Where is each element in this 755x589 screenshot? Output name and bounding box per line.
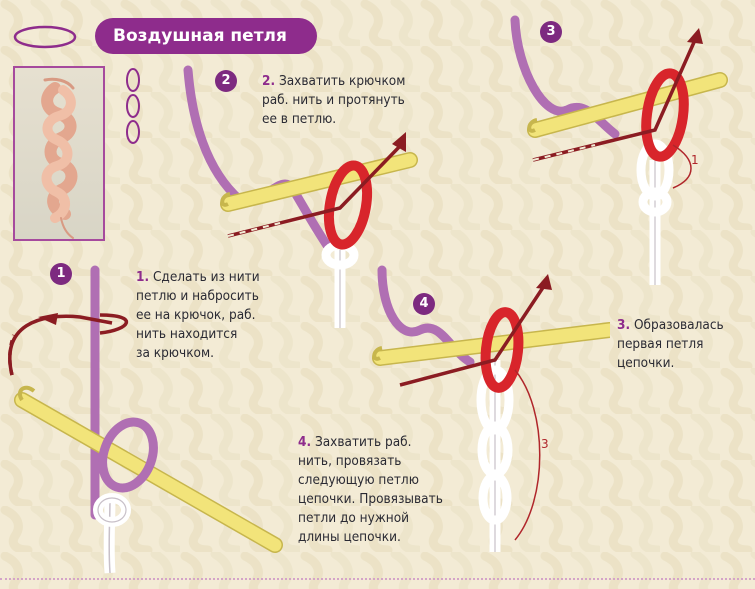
step4-number: 4. (298, 434, 312, 450)
step2-text: 2. Захватить крючком раб. нить и протяну… (262, 72, 405, 129)
page-title: Воздушная петля (95, 18, 317, 54)
step2-badge: 2 (215, 70, 237, 92)
step1-badge: 1 (50, 263, 72, 285)
step2-illustration (183, 65, 418, 328)
step2-description: Захватить крючком раб. нить и протянуть … (262, 73, 406, 127)
oval-loop-icon (13, 25, 77, 49)
step1-number: 1. (136, 269, 150, 285)
step1-illustration (8, 265, 283, 574)
step4-badge: 4 (413, 293, 435, 315)
chain-symbol-icon (126, 68, 140, 144)
step3-description: Образовалась первая петля цепочки. (617, 317, 724, 371)
step3-text: 3. Образовалась первая петля цепочки. (617, 316, 724, 373)
step1-description: Сделать из нити петлю и набросить ее на … (136, 269, 260, 361)
step4-loop-count: 3 (541, 437, 549, 451)
step2-number: 2. (262, 73, 276, 89)
step4-illustration (372, 265, 610, 552)
step4-text: 4. Захватить раб. нить, провязать следую… (298, 433, 443, 547)
chain-photo (13, 66, 105, 241)
step1-text: 1. Сделать из нити петлю и набросить ее … (136, 268, 260, 363)
step3-number: 3. (617, 317, 631, 333)
step3-illustration (510, 15, 728, 285)
step3-loop-count: 1 (691, 153, 699, 167)
step4-description: Захватить раб. нить, провязать следующую… (298, 434, 443, 545)
bottom-divider (0, 578, 755, 580)
step3-badge: 3 (540, 21, 562, 43)
